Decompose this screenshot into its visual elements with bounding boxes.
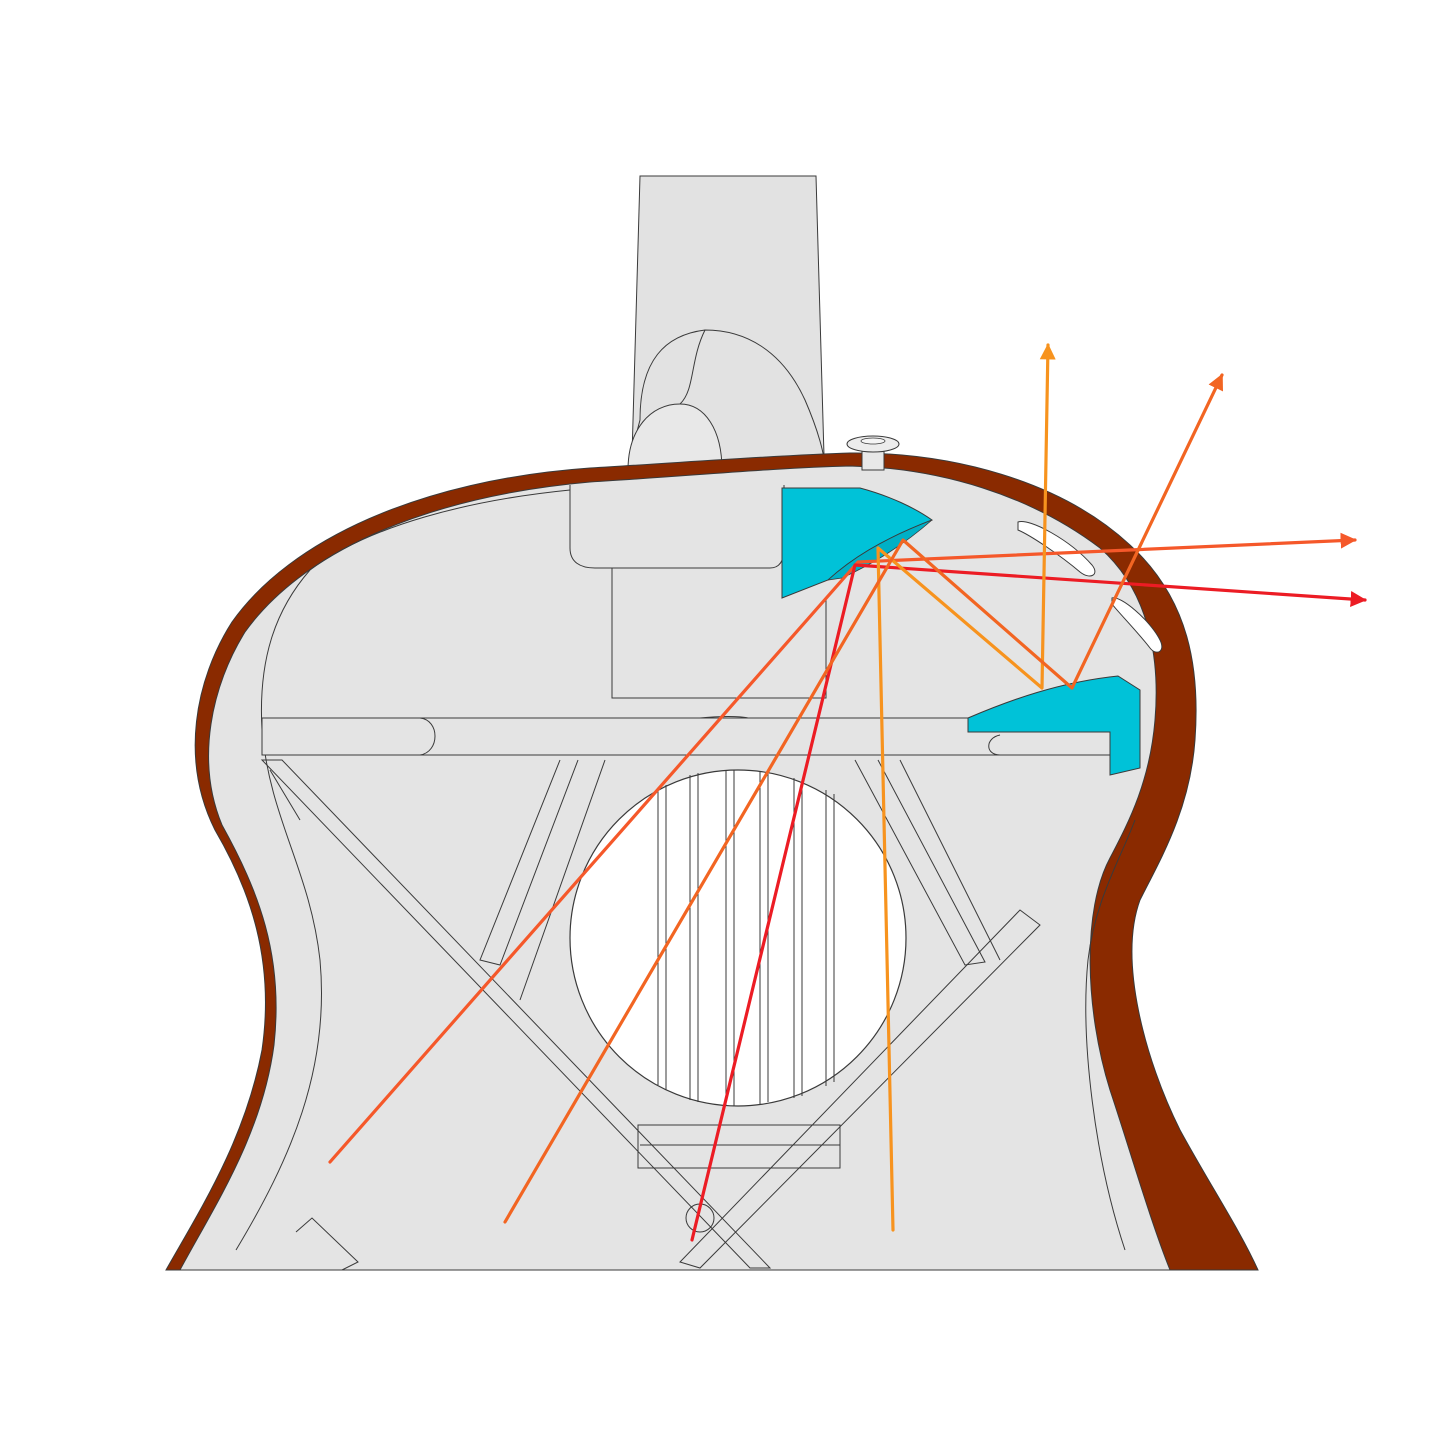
neck — [628, 176, 825, 470]
strap-button-top — [861, 438, 885, 444]
